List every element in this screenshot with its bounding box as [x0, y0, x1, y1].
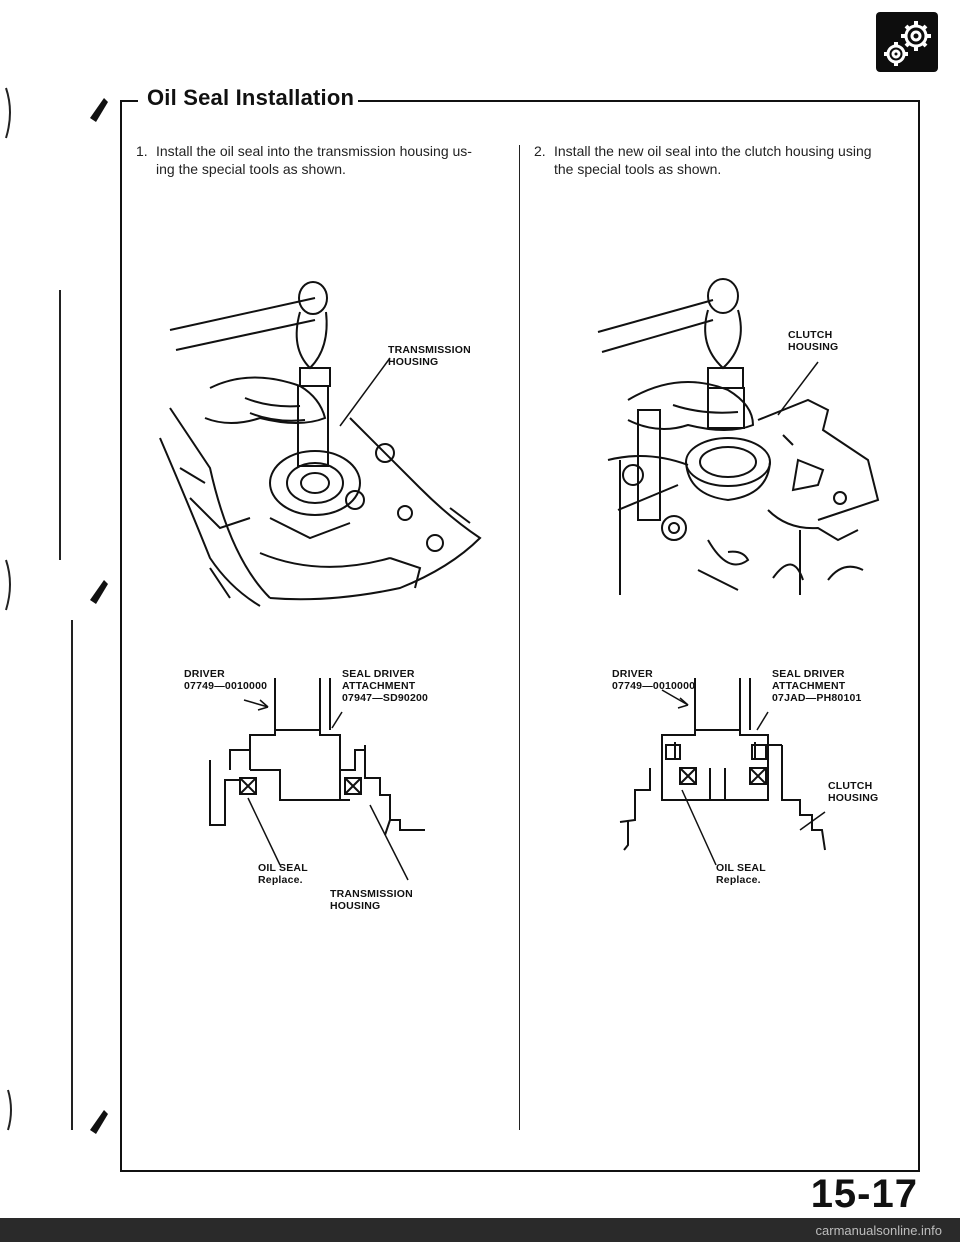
- label-line: DRIVER: [184, 668, 225, 680]
- footer-band: [0, 1218, 960, 1242]
- transmission-housing-label: TRANSMISSION HOUSING: [388, 344, 471, 368]
- page-number: 15-17: [810, 1172, 918, 1216]
- transmission-housing-label-lower: TRANSMISSION HOUSING: [330, 888, 413, 912]
- seal-driver-diagram: [209, 678, 425, 881]
- step-number: 2.: [534, 143, 546, 159]
- label-line: CLUTCH: [788, 329, 833, 341]
- seal-driver-attachment-label: SEAL DRIVER ATTACHMENT 07947—SD90200: [342, 668, 428, 704]
- seal-driver-attachment-label-clutch: SEAL DRIVER ATTACHMENT 07JAD—PH80101: [772, 668, 862, 704]
- label-line: TRANSMISSION: [330, 888, 413, 900]
- step-text-line: Install the oil seal into the transmissi…: [156, 143, 472, 159]
- part-number: 07749—0010000: [184, 680, 268, 692]
- frame-border: [120, 1170, 920, 1172]
- label-note: Replace.: [716, 874, 761, 886]
- oil-seal-label: OIL SEAL Replace.: [258, 862, 308, 886]
- label-line: TRANSMISSION: [388, 344, 471, 356]
- frame-border: [120, 100, 122, 1172]
- step-2-text: 2. Install the new oil seal into the clut…: [534, 142, 904, 178]
- clutch-housing-label: CLUTCH HOUSING: [788, 329, 838, 353]
- frame-border: [918, 100, 920, 1172]
- part-number: 07749—0010000: [612, 680, 696, 692]
- step-number: 1.: [136, 143, 148, 159]
- step-text-line: the special tools as shown.: [554, 161, 722, 177]
- transmission-housing-illustration: [159, 281, 482, 607]
- step-text-line: Install the new oil seal into the clutch…: [554, 143, 872, 159]
- part-number: 07947—SD90200: [342, 692, 429, 704]
- label-line: SEAL DRIVER: [772, 668, 845, 680]
- step-text-line: ing the special tools as shown.: [156, 161, 346, 177]
- driver-label: DRIVER 07749—0010000: [184, 668, 267, 692]
- label-line: OIL SEAL: [716, 862, 766, 874]
- label-note: Replace.: [258, 874, 303, 886]
- oil-seal-label-clutch: OIL SEAL Replace.: [716, 862, 766, 886]
- label-line: CLUTCH: [828, 780, 873, 792]
- part-number: 07JAD—PH80101: [772, 692, 862, 704]
- label-line: HOUSING: [788, 341, 839, 353]
- label-line: ATTACHMENT: [772, 680, 846, 692]
- step-1-text: 1. Install the oil seal into the transmis…: [136, 142, 496, 178]
- clutch-housing-label-lower: CLUTCH HOUSING: [828, 780, 878, 804]
- label-line: DRIVER: [612, 668, 653, 680]
- driver-label-clutch: DRIVER 07749—0010000: [612, 668, 695, 692]
- column-divider: [519, 145, 520, 1130]
- clutch-housing-illustration: [597, 278, 880, 595]
- gear-icon: [876, 12, 938, 72]
- label-line: ATTACHMENT: [342, 680, 416, 692]
- binding-marks: [5, 87, 108, 1134]
- title-rule: [358, 100, 920, 102]
- label-line: HOUSING: [330, 900, 381, 912]
- page-title: Oil Seal Installation: [147, 85, 355, 110]
- seal-driver-diagram-clutch: [619, 678, 826, 866]
- label-line: OIL SEAL: [258, 862, 308, 874]
- title-rule: [122, 100, 138, 102]
- watermark: carmanualsonline.info: [815, 1223, 942, 1238]
- label-line: SEAL DRIVER: [342, 668, 415, 680]
- label-line: HOUSING: [388, 356, 439, 368]
- label-line: HOUSING: [828, 792, 879, 804]
